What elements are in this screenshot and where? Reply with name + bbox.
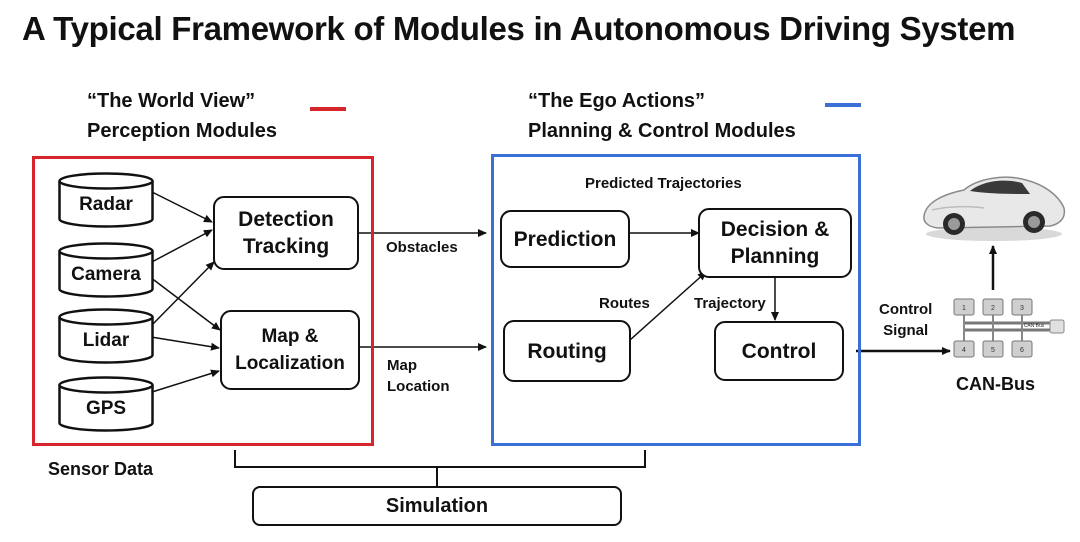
routing-label: Routing — [527, 339, 607, 363]
car-icon — [923, 176, 1066, 241]
predicted-trajectories-label: Predicted Trajectories — [585, 175, 742, 192]
can-slot-5: 5 — [991, 347, 995, 354]
detection-label: Detection — [238, 208, 334, 231]
prediction-module: Prediction — [500, 210, 630, 268]
trajectory-label: Trajectory — [694, 295, 766, 312]
simulation-bracket — [234, 450, 646, 468]
routing-module: Routing — [503, 320, 631, 382]
obstacles-label: Obstacles — [386, 239, 458, 256]
lidar-sensor: Lidar — [58, 308, 154, 364]
can-bus-icon: 1 2 3 4 5 6 CAN Bus — [953, 298, 1065, 358]
map-localization-module: Map & Localization — [220, 310, 360, 390]
perception-heading-quote: “The World View” — [87, 90, 256, 112]
camera-label: Camera — [71, 264, 141, 285]
control-signal-line2: Signal — [883, 322, 929, 339]
arrow-lidar-detection — [148, 261, 215, 329]
can-slot-6: 6 — [1020, 347, 1024, 354]
decision-label: Decision & — [720, 218, 830, 241]
perception-frame — [32, 156, 374, 446]
gps-label: GPS — [85, 398, 127, 419]
gps-sensor: GPS — [58, 376, 154, 432]
map-location-line2: Location — [387, 378, 450, 395]
tracking-label: Tracking — [242, 235, 330, 258]
map-location-label: Map Location — [387, 355, 450, 397]
lidar-label: Lidar — [82, 330, 130, 351]
page-title: A Typical Framework of Modules in Autono… — [22, 10, 1016, 47]
planning-label: Planning — [730, 245, 820, 268]
planning-heading-quote: “The Ego Actions” — [528, 90, 706, 112]
perception-heading-title: Perception Modules — [87, 120, 278, 142]
control-module: Control — [714, 321, 844, 381]
planning-legend-swatch — [825, 103, 861, 107]
arrow-routing-decision — [629, 271, 707, 341]
routes-label: Routes — [599, 295, 650, 312]
perception-heading: “The World View” Perception Modules — [87, 86, 277, 146]
control-signal-line1: Control — [879, 301, 933, 318]
can-slot-4: 4 — [962, 347, 966, 354]
can-bus-wire-label: CAN Bus — [1024, 323, 1045, 329]
radar-label: Radar — [79, 194, 133, 215]
can-slot-2: 2 — [991, 305, 995, 312]
radar-sensor: Radar — [58, 172, 154, 228]
map-label: Map & — [261, 326, 319, 347]
prediction-label: Prediction — [513, 227, 617, 251]
camera-sensor: Camera — [58, 242, 154, 298]
perception-legend-swatch — [310, 107, 346, 111]
arrow-gps-map — [151, 369, 220, 393]
can-slot-3: 3 — [1020, 305, 1024, 312]
planning-heading-title: Planning & Control Modules — [528, 120, 796, 142]
arrow-camera-map — [145, 273, 221, 331]
localization-label: Localization — [235, 353, 345, 374]
can-slot-1: 1 — [962, 305, 966, 312]
control-signal-label: Control Signal — [879, 299, 932, 341]
arrow-camera-detection — [149, 229, 213, 264]
planning-heading: “The Ego Actions” Planning & Control Mod… — [528, 86, 796, 146]
arrow-lidar-map — [150, 336, 220, 351]
map-location-line1: Map — [387, 357, 417, 374]
sensor-data-label: Sensor Data — [48, 459, 154, 479]
simulation-module: Simulation — [252, 486, 622, 526]
control-label: Control — [741, 339, 817, 363]
decision-planning-module: Decision & Planning — [698, 208, 852, 278]
can-bus-label: CAN-Bus — [956, 374, 1035, 394]
planning-frame — [491, 154, 861, 446]
simulation-label: Simulation — [385, 494, 489, 517]
arrow-radar-detection — [151, 191, 213, 223]
